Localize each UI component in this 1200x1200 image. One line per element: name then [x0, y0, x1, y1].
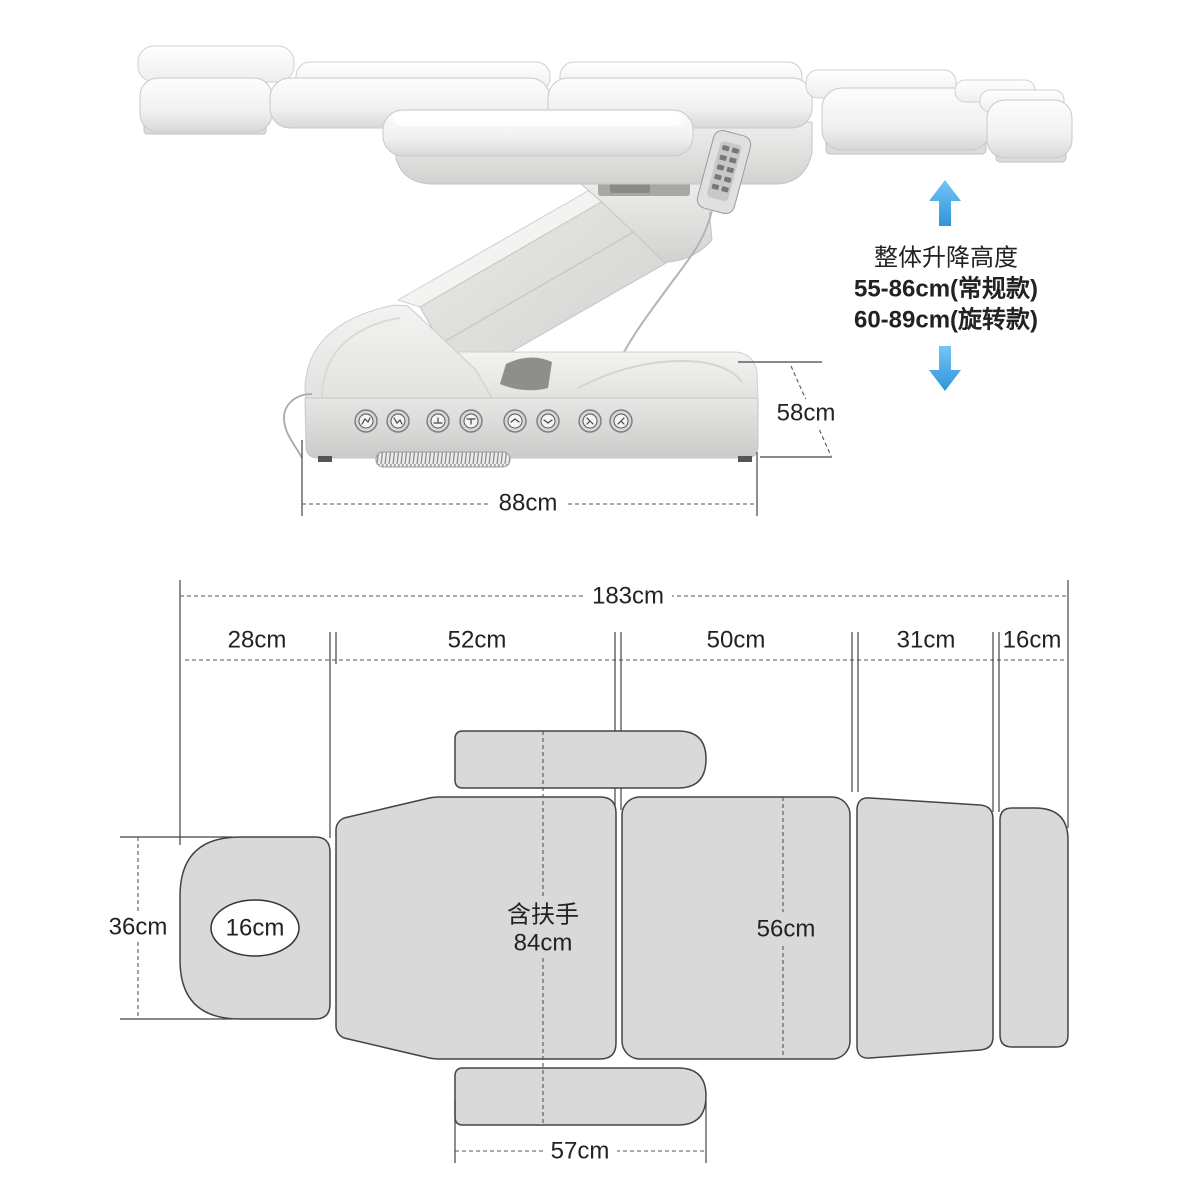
control-button [386, 409, 410, 433]
control-button [354, 409, 378, 433]
lift-height-standard: 55-86cm(常规款) [854, 276, 1038, 303]
base-height-dimension: 58cm [738, 361, 844, 458]
remote-cable [613, 209, 713, 373]
headrest-cushion [137, 45, 295, 133]
bed-photo [137, 45, 1073, 468]
total-length-label: 183cm [592, 583, 664, 610]
back-armrest-note: 含扶手 [507, 902, 579, 929]
power-cable [283, 393, 313, 459]
base-length-dimension: 88cm [301, 440, 758, 518]
column-opening [500, 357, 552, 391]
armrest-length-label: 57cm [551, 1138, 610, 1165]
control-button [536, 409, 560, 433]
seat-panel [621, 796, 851, 1060]
base-housing [304, 304, 493, 401]
base-height-label: 58cm [777, 400, 836, 427]
section-back-label: 52cm [448, 627, 507, 654]
face-hole [210, 899, 300, 957]
head-width-label: 36cm [109, 914, 168, 941]
base-foot [738, 456, 752, 462]
foot-panel [999, 807, 1069, 1048]
foot-cushion [954, 79, 1073, 159]
top-view-panels: 16cm 含扶手 84cm 56cm [179, 730, 1069, 1126]
section-foot-label: 16cm [1003, 627, 1062, 654]
seat-width-label: 56cm [757, 916, 816, 943]
control-button [578, 409, 602, 433]
lift-height-rotating: 60-89cm(旋转款) [854, 306, 1038, 334]
base-length-label: 88cm [499, 490, 558, 517]
armrest-length-dimension: 57cm [454, 1100, 707, 1165]
back-width-label: 84cm [514, 930, 573, 957]
section-leg-label: 31cm [897, 627, 956, 654]
base-foot [318, 456, 332, 462]
armrest-cushion [382, 109, 694, 157]
lift-height-title: 整体升降高度 [874, 245, 1018, 272]
base [304, 304, 759, 462]
control-button [609, 409, 633, 433]
up-arrow-icon [929, 180, 961, 226]
section-seat-label: 50cm [707, 627, 766, 654]
lift-column [396, 183, 669, 381]
control-panel [354, 409, 633, 433]
leg-panel [856, 797, 994, 1059]
back-panel [335, 796, 617, 1060]
coiled-cable [375, 451, 511, 468]
control-button [459, 409, 483, 433]
down-arrow-icon [929, 346, 961, 391]
control-button [503, 409, 527, 433]
armrest-panel-bottom [454, 1067, 707, 1126]
armrest-panel-top [454, 730, 707, 789]
leg-cushion [805, 69, 991, 151]
face-hole-label: 16cm [226, 915, 285, 942]
section-head-label: 28cm [228, 627, 287, 654]
remote-controller [696, 129, 752, 215]
head-width-dimension: 36cm [100, 836, 232, 1020]
lift-height-annotation: 整体升降高度 55-86cm(常规款) 60-89cm(旋转款) [854, 180, 1038, 391]
control-button [426, 409, 450, 433]
